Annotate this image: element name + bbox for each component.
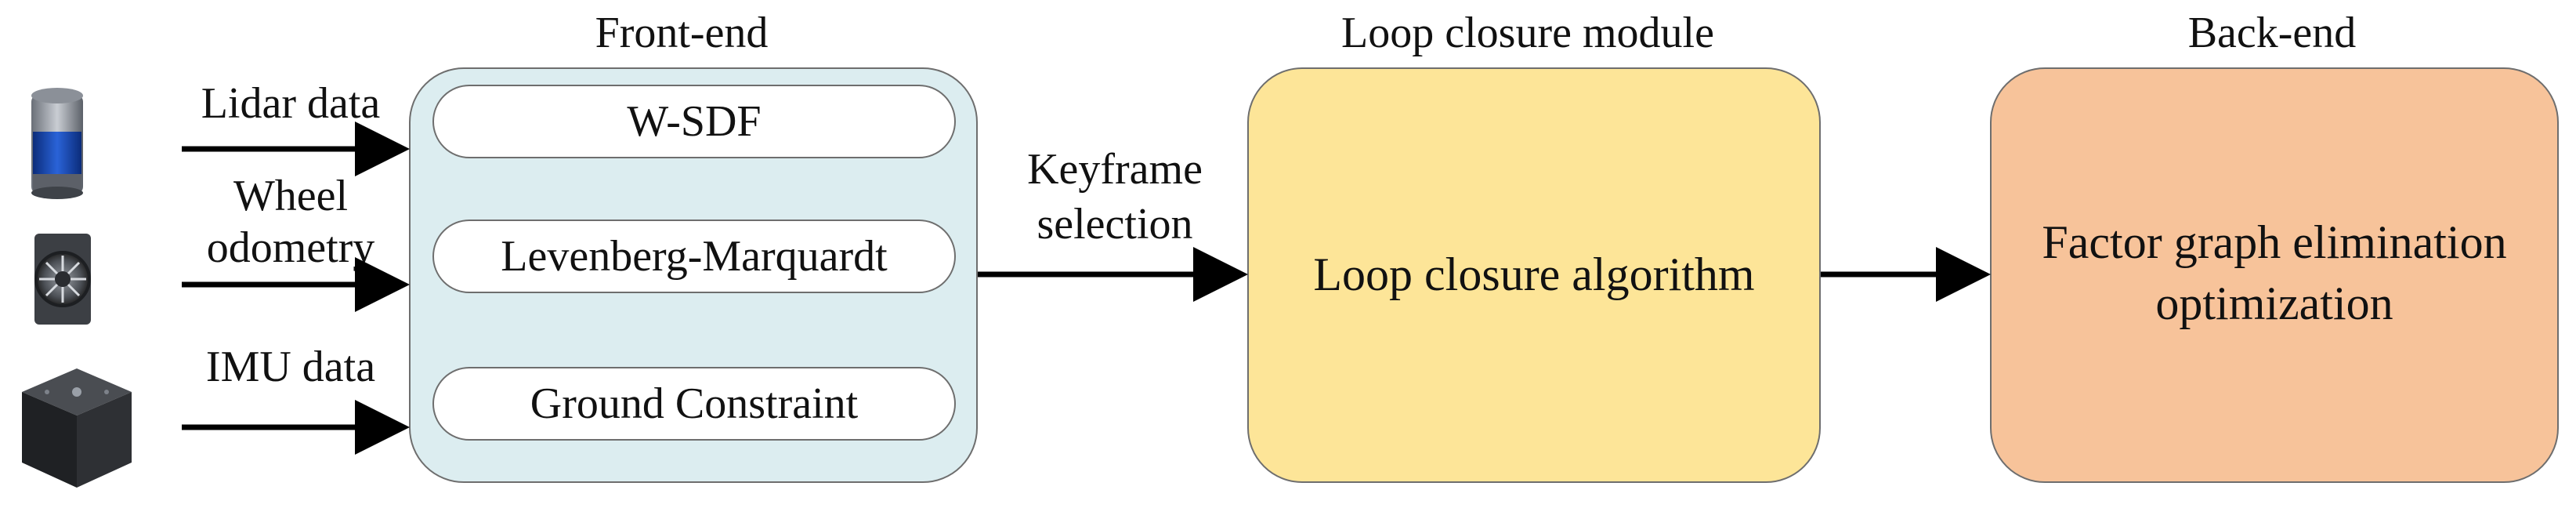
back-end-panel	[1990, 67, 2559, 483]
front-end-title: Front-end	[595, 9, 769, 57]
wheel-odometry-label-line2: odometry	[206, 223, 375, 272]
wheel-odometry-label-line1: Wheel	[233, 172, 349, 220]
ground-constraint-block: Ground Constraint	[432, 367, 956, 441]
wheel-encoder-icon	[34, 234, 91, 325]
keyframe-selection-label-line2: selection	[1037, 200, 1193, 249]
lidar-data-label: Lidar data	[201, 79, 381, 128]
loop-closure-algorithm-label: Loop closure algorithm	[1313, 249, 1755, 300]
back-end-label-line1: Factor graph elimination	[2042, 216, 2507, 268]
levenberg-marquardt-block: Levenberg-Marquardt	[432, 220, 956, 293]
imu-data-label: IMU data	[205, 343, 376, 391]
keyframe-selection-label-line1: Keyframe	[1027, 145, 1203, 194]
imu-unit-icon	[22, 368, 132, 488]
loop-closure-title: Loop closure module	[1341, 9, 1714, 57]
back-end-label-line2: optimization	[2155, 278, 2393, 329]
back-end-title: Back-end	[2187, 9, 2357, 57]
back-end-label: Factor graph elimination optimization	[1990, 210, 2559, 336]
loop-closure-panel	[1247, 67, 1821, 483]
lidar-sensor-icon	[31, 88, 83, 199]
wsdf-block: W-SDF	[432, 85, 956, 158]
